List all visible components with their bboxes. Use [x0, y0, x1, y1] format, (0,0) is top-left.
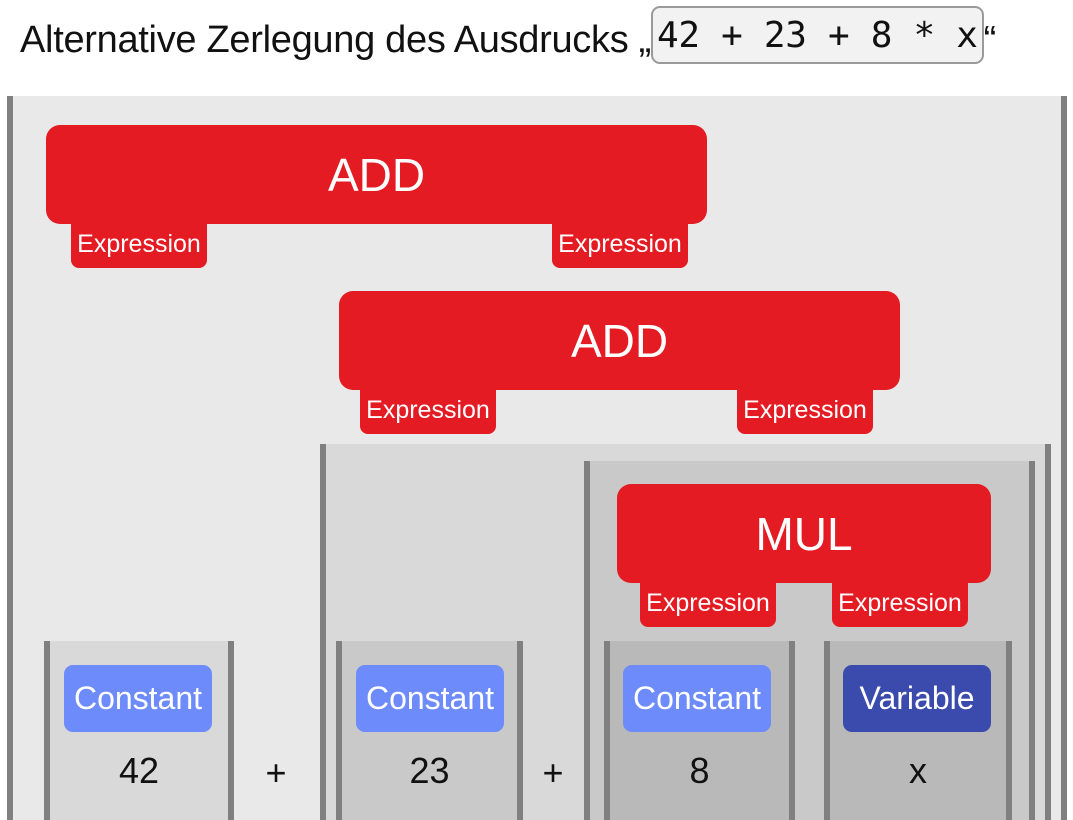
root-add-right-slot[interactable]: Expression [552, 220, 688, 268]
inner-add-left-slot[interactable]: Expression [360, 386, 496, 434]
token-value: x [909, 750, 927, 791]
title-text: Alternative Zerlegung des Ausdrucks [20, 19, 629, 61]
root-add-right-slot-label: Expression [558, 229, 682, 258]
inner-add-right-slot[interactable]: Expression [737, 386, 873, 434]
inner-add-block[interactable]: ADD [339, 291, 900, 390]
token-value: 8 [689, 750, 710, 791]
token-value: 42 [118, 750, 160, 791]
constant-badge-label: Constant [632, 680, 762, 716]
operator-plus: + [265, 752, 287, 793]
constant-badge[interactable]: Constant [356, 665, 504, 732]
expression-input[interactable]: 42 + 23 + 8 * x [651, 6, 984, 64]
token-value: 23 [409, 750, 450, 791]
root-add-left-slot-label: Expression [77, 229, 201, 258]
variable-badge[interactable]: Variable [843, 665, 991, 732]
inner-add-label: ADD [570, 314, 669, 367]
close-quote: “ [983, 19, 997, 61]
mul-left-slot[interactable]: Expression [640, 579, 776, 627]
mul-left-slot-label: Expression [646, 588, 770, 617]
inner-add-right-slot-label: Expression [743, 395, 867, 424]
page-title: Alternative Zerlegung des Ausdrucks „42 … [20, 6, 997, 68]
constant-badge-label: Constant [73, 680, 203, 716]
root-add-left-slot[interactable]: Expression [71, 220, 207, 268]
constant-badge-label: Constant [365, 680, 495, 716]
constant-badge[interactable]: Constant [623, 665, 771, 732]
root-add-block[interactable]: ADD [46, 125, 707, 224]
variable-badge-label: Variable [859, 680, 975, 716]
mul-right-slot-label: Expression [838, 588, 962, 617]
mul-right-slot[interactable]: Expression [832, 579, 968, 627]
mul-label: MUL [755, 507, 853, 560]
constant-badge[interactable]: Constant [64, 665, 212, 732]
inner-add-left-slot-label: Expression [366, 395, 490, 424]
mul-block[interactable]: MUL [617, 484, 991, 583]
operator-plus: + [542, 752, 564, 793]
open-quote: „ [638, 19, 652, 61]
root-add-label: ADD [327, 148, 426, 201]
